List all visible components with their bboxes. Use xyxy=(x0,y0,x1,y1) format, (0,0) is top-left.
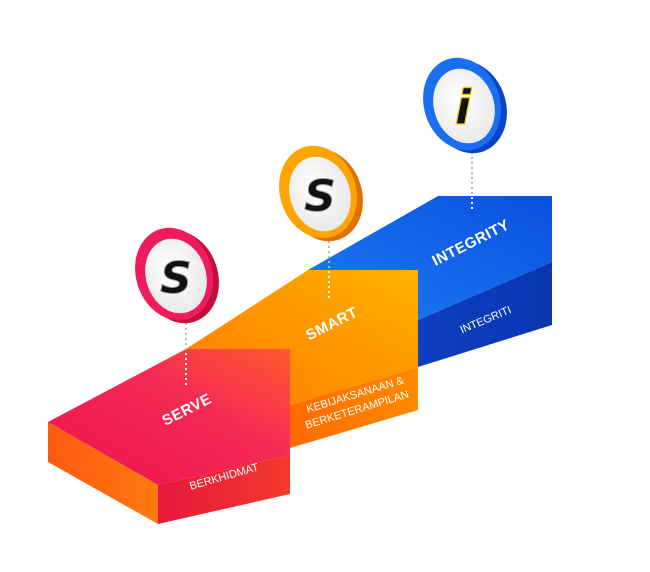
step-serve-block xyxy=(48,349,290,524)
step-integrity-block xyxy=(308,196,552,367)
integrity-coin-letter: i xyxy=(455,80,472,136)
integrity-coin-icon: i xyxy=(423,57,507,154)
smart-coin-letter: S xyxy=(304,171,336,222)
serve-side-face xyxy=(158,455,290,524)
integrity-top-face xyxy=(308,196,552,320)
step-smart-block xyxy=(186,270,418,448)
integrity-side-face xyxy=(418,262,552,367)
serve-top-face xyxy=(48,349,290,485)
smart-top-face xyxy=(186,270,418,405)
serve-coin-icon: S xyxy=(135,227,219,324)
serve-coin-letter: S xyxy=(160,253,192,304)
serve-front-face xyxy=(48,422,158,524)
smart-coin-icon: S xyxy=(279,145,363,242)
smart-side-face xyxy=(290,367,418,448)
